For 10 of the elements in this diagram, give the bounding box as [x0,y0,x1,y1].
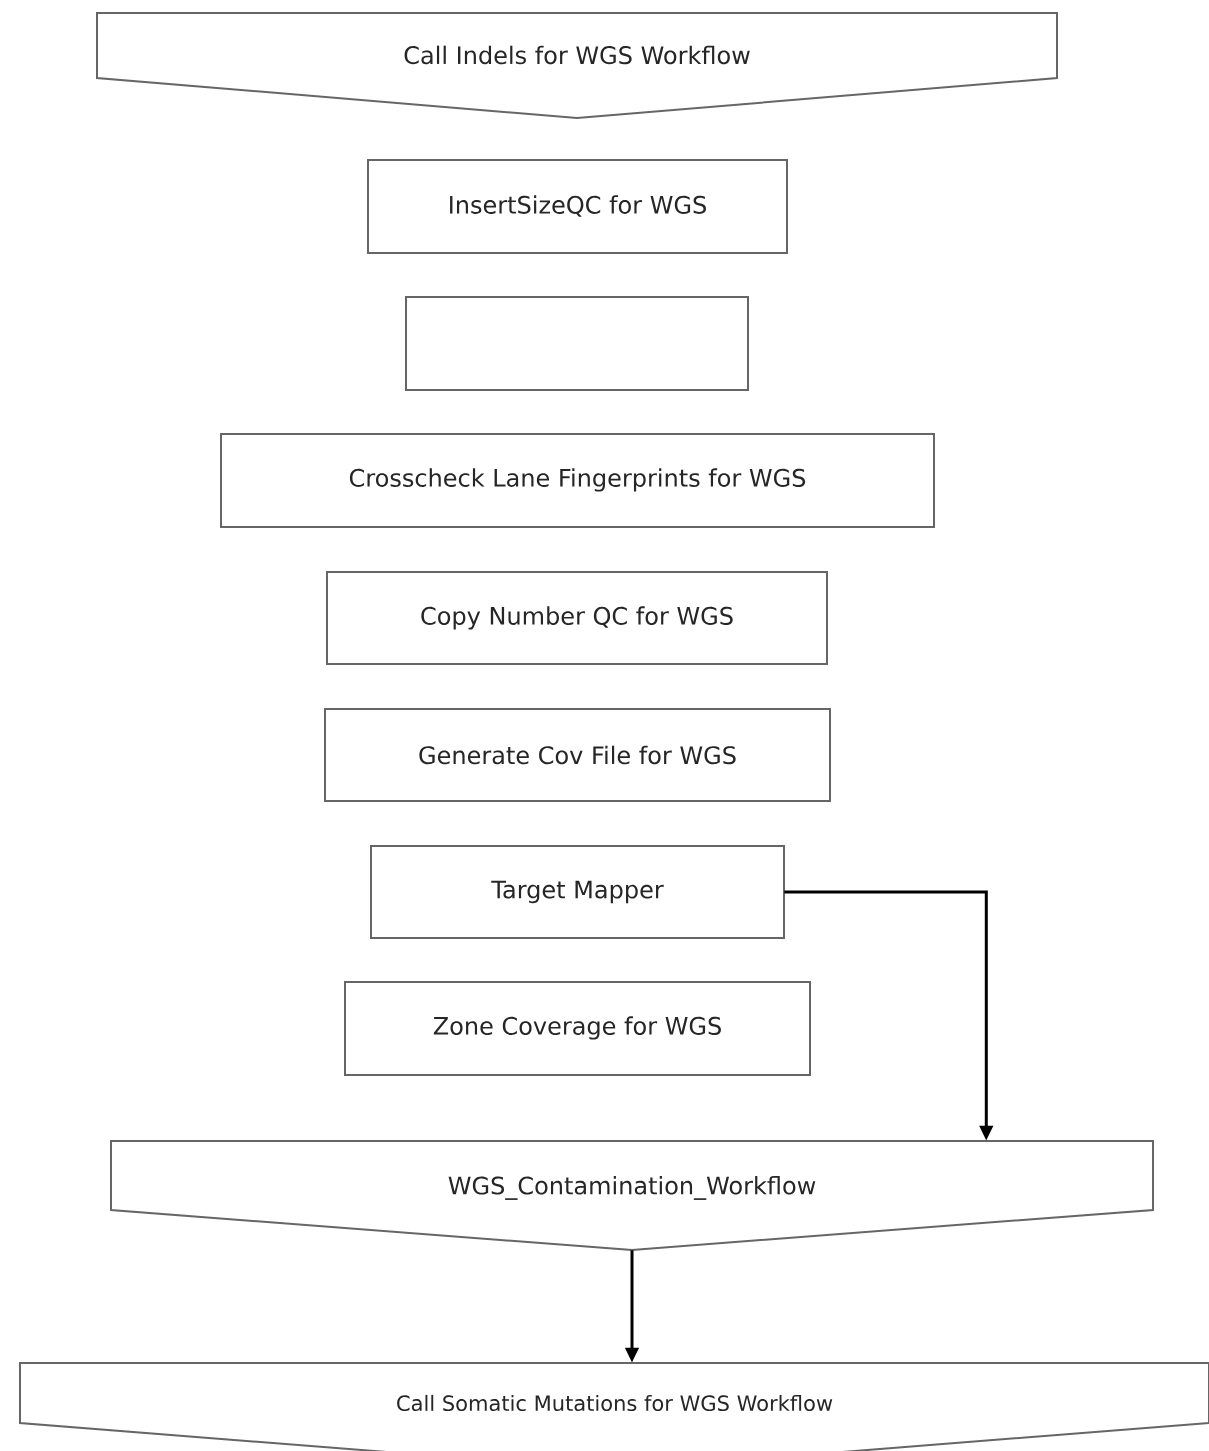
workflow-banner: Call Indels for WGS Workflow [96,12,1058,119]
process-box: Target Mapper [370,845,785,939]
process-box: Zone Coverage for WGS [344,981,811,1076]
workflow-banner: Call Somatic Mutations for WGS Workflow [19,1362,1209,1451]
process-box [405,296,749,391]
process-box: Generate Cov File for WGS [324,708,831,802]
process-box: Crosscheck Lane Fingerprints for WGS [220,433,935,528]
workflow-banner: WGS_Contamination_Workflow [110,1140,1154,1251]
process-box: InsertSizeQC for WGS [367,159,788,254]
process-box: Copy Number QC for WGS [326,571,828,665]
